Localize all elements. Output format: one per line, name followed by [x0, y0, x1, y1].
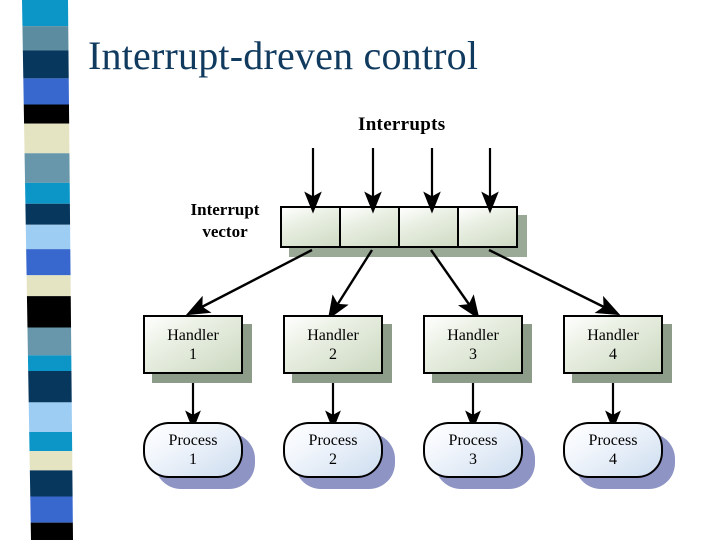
stripe-band: [27, 327, 72, 356]
vector-to-handler-arrows: [185, 248, 621, 320]
process-box-1[interactable]: Process 1: [143, 422, 243, 478]
stripe-band: [24, 123, 70, 154]
stripe-band: [25, 182, 70, 204]
process-box-2-line1: Process: [308, 432, 358, 449]
stripe-band: [29, 432, 73, 452]
process-box-4-line1: Process: [588, 432, 638, 449]
process-box-1-line1: Process: [168, 432, 218, 449]
handler-box-1[interactable]: Handler 1: [143, 315, 243, 374]
stripe-band: [28, 371, 72, 403]
stripe-band: [27, 355, 72, 372]
handler-box-4-line1: Handler: [587, 326, 639, 344]
stripe-band: [26, 296, 72, 328]
stripe-band: [30, 522, 73, 540]
stripe-band: [24, 153, 70, 183]
process-box-4[interactable]: Process 4: [563, 422, 663, 478]
stripe-band: [25, 224, 71, 250]
stripe-band: [30, 496, 73, 523]
stripe-band: [29, 470, 73, 497]
stripe-band: [25, 203, 71, 225]
handler-box-4-line2: 4: [609, 345, 617, 363]
interrupts-label: Interrupts: [358, 114, 446, 135]
process-box-2-line2: 2: [329, 451, 337, 468]
handler-box-1-line2: 1: [189, 345, 197, 363]
vector-cell[interactable]: [400, 208, 459, 246]
handler-box-3[interactable]: Handler 3: [423, 315, 523, 374]
left-color-stripe: [22, 0, 73, 540]
incoming-interrupt-arrows: [304, 148, 499, 214]
vector-cell[interactable]: [282, 208, 341, 246]
stripe-band: [22, 26, 69, 51]
handler-box-3-line2: 3: [469, 345, 477, 363]
interrupt-vector-label: Interrupt vector: [175, 199, 275, 243]
stripe-band: [26, 249, 71, 276]
handler-box-1-line1: Handler: [167, 326, 219, 344]
stripe-band: [26, 275, 71, 297]
interrupt-vector-label-line1: Interrupt: [190, 200, 260, 219]
process-box-2[interactable]: Process 2: [283, 422, 383, 478]
process-box-1-line2: 1: [189, 451, 197, 468]
handler-box-4[interactable]: Handler 4: [563, 315, 663, 374]
handler-box-2-line1: Handler: [307, 326, 359, 344]
stripe-band: [23, 78, 69, 105]
handler-box-2-line2: 2: [329, 345, 337, 363]
vector-cell[interactable]: [459, 208, 516, 246]
stripe-band: [29, 451, 73, 471]
interrupt-vector-label-line2: vector: [202, 222, 248, 241]
process-box-3-line2: 3: [469, 451, 477, 468]
stripe-band: [23, 104, 70, 124]
process-box-3-line1: Process: [448, 432, 498, 449]
process-box-3[interactable]: Process 3: [423, 422, 523, 478]
page-title: Interrupt-dreven control: [88, 33, 479, 78]
interrupt-vector-table[interactable]: [280, 206, 518, 248]
handler-box-3-line1: Handler: [447, 326, 499, 344]
handler-to-process-arrows: [185, 374, 621, 431]
process-box-4-line2: 4: [609, 451, 617, 468]
stripe-band: [22, 50, 69, 79]
vector-cell[interactable]: [341, 208, 400, 246]
stripe-band: [22, 0, 69, 27]
stripe-band: [28, 402, 72, 432]
handler-box-2[interactable]: Handler 2: [283, 315, 383, 374]
